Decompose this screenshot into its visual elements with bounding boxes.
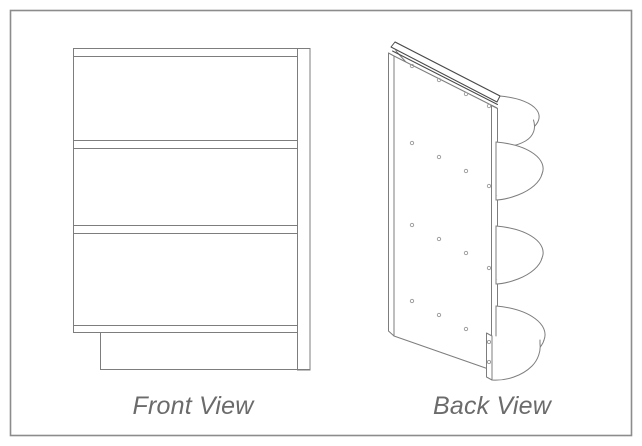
back-panel-left-thickness <box>388 52 395 337</box>
back-panel <box>388 52 498 373</box>
back-shelf-upper-edge-thickness <box>495 173 543 201</box>
front-view-group <box>73 48 311 371</box>
front-cabinet-body <box>73 48 298 333</box>
pilot-hole <box>463 250 469 256</box>
page-border <box>9 9 633 437</box>
front-side-panel <box>297 48 311 371</box>
front-shelf-3 <box>73 325 298 333</box>
front-shelf-1 <box>73 140 298 149</box>
back-shelf-lower <box>495 225 544 285</box>
pilot-hole <box>436 154 442 160</box>
back-panel-face <box>393 55 498 373</box>
pilot-hole <box>486 339 492 345</box>
back-toe-kick-face <box>491 335 541 381</box>
back-top-rail-inner-line <box>392 50 498 105</box>
pilot-hole <box>436 77 442 83</box>
pilot-hole <box>463 326 469 332</box>
pilot-hole <box>463 168 469 174</box>
pilot-hole <box>486 103 492 109</box>
pilot-hole <box>486 265 492 271</box>
pilot-hole <box>436 236 442 242</box>
pilot-hole <box>486 359 492 365</box>
back-top-rail <box>390 41 501 103</box>
back-shelf-upper <box>495 141 544 201</box>
front-shelf-2 <box>73 225 298 234</box>
back-toe-kick-holes <box>486 339 492 365</box>
pilot-hole <box>436 312 442 318</box>
pilot-hole <box>486 183 492 189</box>
pilot-hole <box>463 91 469 97</box>
back-toe-kick <box>486 332 541 381</box>
back-view-label: Back View <box>432 392 552 420</box>
pilot-hole <box>409 222 415 228</box>
back-toe-kick-left-thickness <box>486 332 493 381</box>
back-panel-pilot-holes <box>409 63 492 347</box>
back-shelf-lower-edge-thickness <box>495 257 543 285</box>
pilot-hole <box>409 140 415 146</box>
front-view-label: Front View <box>132 392 254 420</box>
pilot-hole <box>409 298 415 304</box>
pilot-hole <box>409 63 415 69</box>
back-view-group <box>388 41 546 381</box>
front-toe-kick <box>100 332 311 370</box>
